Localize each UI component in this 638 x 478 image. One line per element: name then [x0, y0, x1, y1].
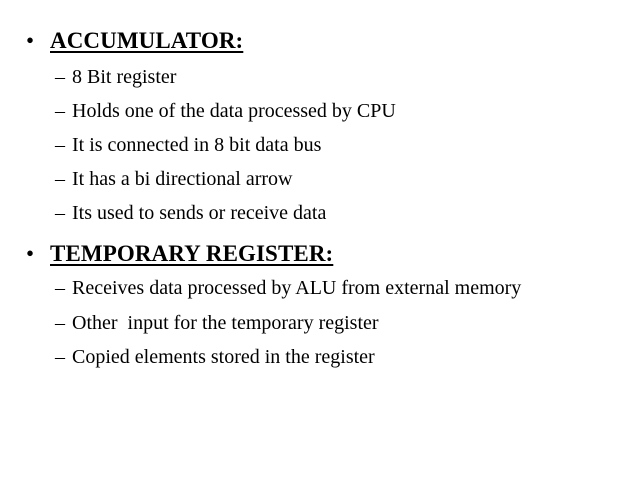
list-item: – Receives data processed by ALU from ex… [20, 273, 618, 303]
list-item-label: Holds one of the data processed by CPU [72, 100, 396, 122]
page-title-accumulator: ACCUMULATOR: [50, 28, 244, 53]
dash-icon: – [55, 312, 65, 334]
list-item: – It is connected in 8 bit data bus [20, 128, 618, 162]
list-item-label: It has a bi directional arrow [72, 168, 293, 190]
dash-icon: – [55, 168, 65, 190]
heading-row-temporary-register: • TEMPORARY REGISTER: [20, 239, 618, 269]
bullet-icon: • [26, 28, 35, 53]
page-title-temporary-register: TEMPORARY REGISTER: [50, 241, 334, 266]
slide-content: • ACCUMULATOR: – 8 Bit register – Holds … [20, 26, 618, 374]
list-item-label: Receives data processed by ALU from exte… [72, 277, 522, 299]
list-item-label: 8 Bit register [72, 66, 177, 88]
list-item: – Other input for the temporary register [20, 306, 618, 340]
list-item-label: Its used to sends or receive data [72, 202, 327, 224]
dash-icon: – [55, 277, 65, 299]
dash-icon: – [55, 134, 65, 156]
list-item-label: Other input for the temporary register [72, 312, 379, 334]
list-item: – It has a bi directional arrow [20, 162, 618, 196]
dash-icon: – [55, 66, 65, 88]
list-item-label: It is connected in 8 bit data bus [72, 134, 322, 156]
dash-icon: – [55, 100, 65, 122]
dash-icon: – [55, 202, 65, 224]
heading-row-accumulator: • ACCUMULATOR: [20, 26, 618, 56]
list-item-label: Copied elements stored in the register [72, 346, 375, 368]
list-item: – Copied elements stored in the register [20, 340, 618, 374]
list-item: – 8 Bit register [20, 60, 618, 94]
list-item: – Its used to sends or receive data [20, 196, 618, 230]
bullet-icon: • [26, 241, 35, 266]
list-item: – Holds one of the data processed by CPU [20, 94, 618, 128]
dash-icon: – [55, 346, 65, 368]
